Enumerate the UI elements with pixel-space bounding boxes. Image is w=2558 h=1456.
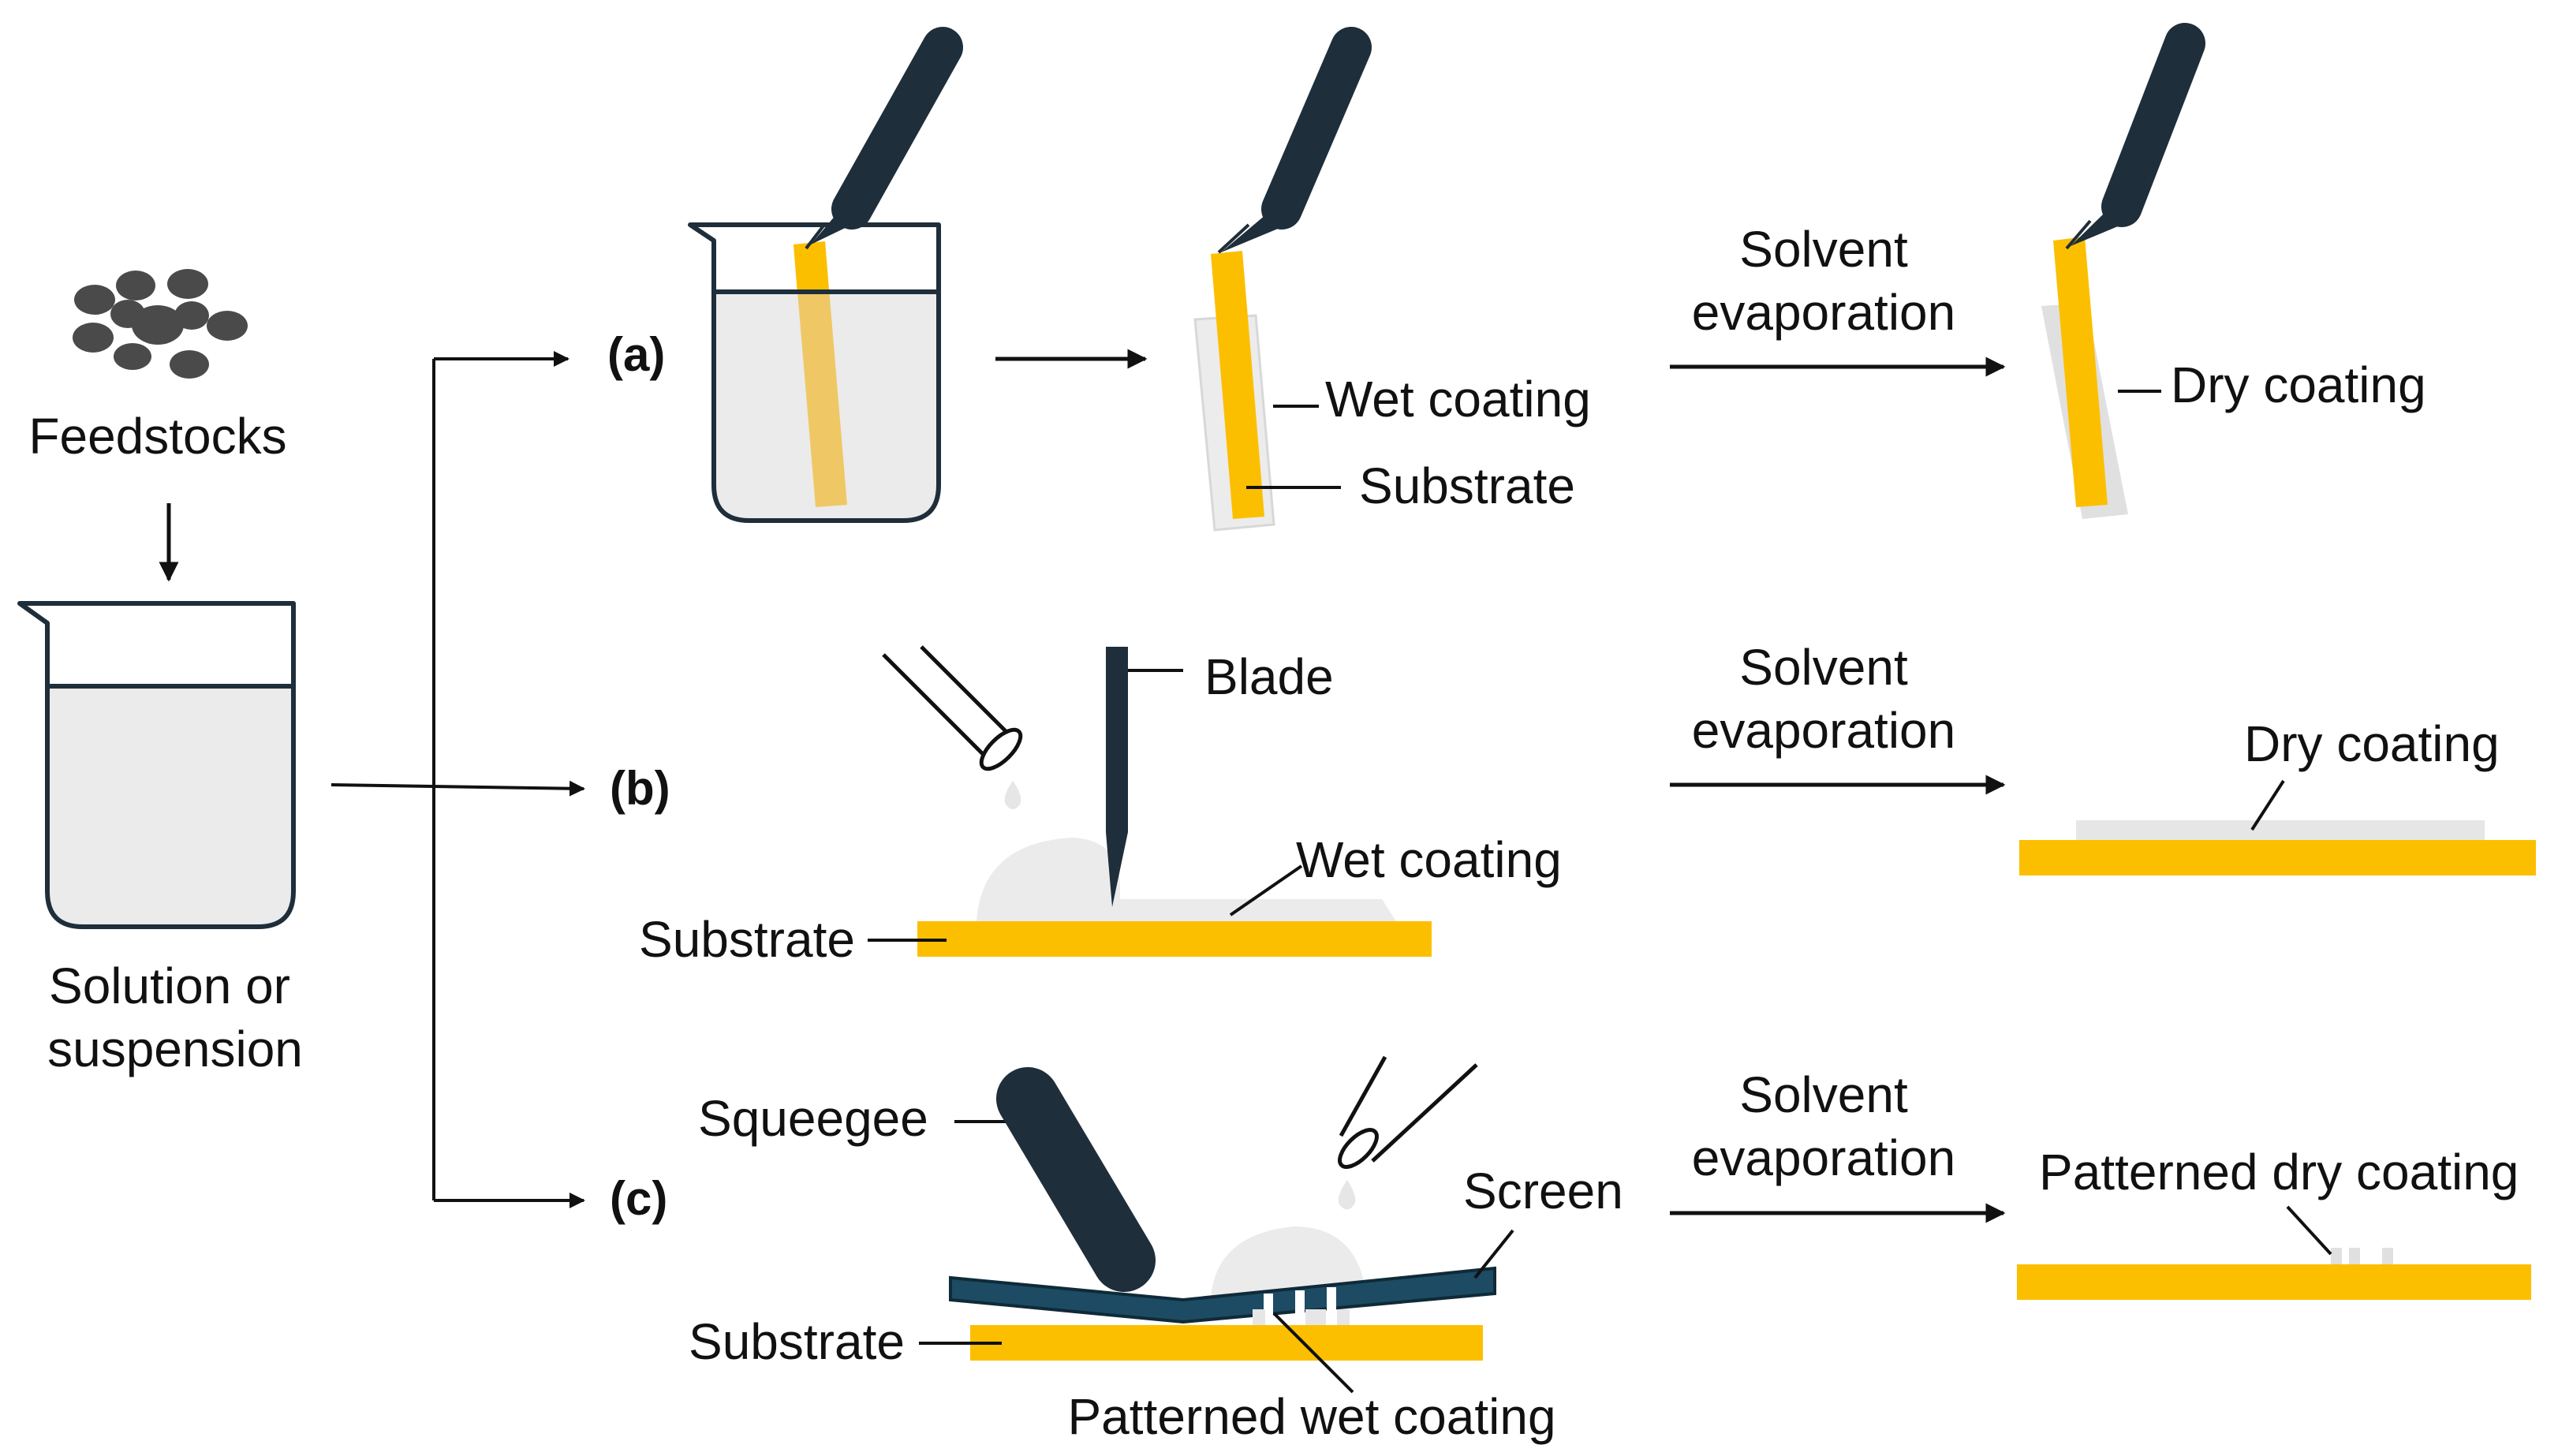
step-a-label: (a) — [607, 328, 665, 381]
paste-on-screen — [1211, 1226, 1363, 1300]
dispenser-pipe-icon — [1338, 1055, 1478, 1169]
dip-beaker-outline — [688, 222, 941, 523]
feedstock-particles — [73, 269, 248, 379]
patterned-dry-deposits — [2331, 1248, 2393, 1265]
substrate-above-solution — [794, 241, 829, 294]
dried-substrate — [2053, 237, 2108, 507]
tweezers-icon — [805, 27, 963, 250]
patterned-dry-coating-label: Patterned dry coating — [2039, 1144, 2519, 1200]
squeegee-label: Squeegee — [698, 1090, 928, 1147]
substrate-label-a: Substrate — [1359, 457, 1575, 514]
evaporation-label-a-line2: evaporation — [1692, 284, 1955, 341]
withdrawn-substrate — [1211, 251, 1264, 519]
evaporation-label-a-line1: Solvent — [1739, 221, 1908, 278]
squeegee-icon — [996, 1067, 1156, 1292]
wet-coating-leader-b — [1229, 864, 1303, 917]
dry-coating-label-b: Dry coating — [2244, 715, 2500, 772]
substrate-b — [917, 921, 1432, 957]
patterned-wet-deposits — [1253, 1309, 1350, 1327]
step-b-label: (b) — [610, 762, 670, 815]
substrate-label-b: Substrate — [639, 911, 855, 968]
substrate-c — [970, 1325, 1483, 1361]
solution-droplet-c — [1338, 1180, 1356, 1210]
wet-coating-label-b: Wet coating — [1296, 831, 1562, 888]
wet-coating-puddle — [977, 838, 1396, 921]
solution-droplet — [1004, 781, 1021, 809]
patterned-wet-coating-leader — [1272, 1312, 1354, 1394]
printing-screen — [949, 1266, 1496, 1324]
solution-beaker — [17, 601, 296, 929]
evaporation-label-b-line1: Solvent — [1739, 639, 1908, 696]
screen-leader — [1473, 1229, 1514, 1279]
substrate-in-solution — [794, 241, 847, 507]
wet-coating-label-a: Wet coating — [1325, 371, 1591, 427]
evaporation-label-b-line2: evaporation — [1692, 702, 1955, 759]
blade-label: Blade — [1204, 648, 1334, 705]
dispenser-pipe-icon — [882, 645, 1023, 771]
substrate-label-c: Substrate — [689, 1313, 905, 1370]
patterned-wet-coating-label: Patterned wet coating — [1067, 1388, 1555, 1445]
substrate-dry-b — [2019, 840, 2536, 875]
screen-label: Screen — [1463, 1163, 1623, 1219]
tweezers-icon — [1217, 27, 1372, 254]
dry-coating-film-b — [2076, 820, 2485, 841]
patterned-dry-coating-leader — [2286, 1205, 2332, 1256]
tweezers-icon — [2065, 23, 2205, 250]
dry-coating-leader-b — [2250, 779, 2285, 831]
evaporation-label-c-line1: Solvent — [1739, 1066, 1908, 1123]
evaporation-label-c-line2: evaporation — [1692, 1129, 1955, 1186]
dry-coating-label-a: Dry coating — [2171, 357, 2426, 413]
screen-openings — [1264, 1287, 1336, 1317]
feedstocks-label: Feedstocks — [28, 408, 286, 465]
substrate-dry-c — [2017, 1264, 2531, 1300]
solution-label-line1: Solution or — [49, 958, 290, 1014]
step-c-label: (c) — [610, 1172, 667, 1225]
arrow-solution-to-b — [330, 780, 585, 797]
solution-label-line2: suspension — [47, 1021, 303, 1077]
doctor-blade — [1106, 647, 1128, 907]
